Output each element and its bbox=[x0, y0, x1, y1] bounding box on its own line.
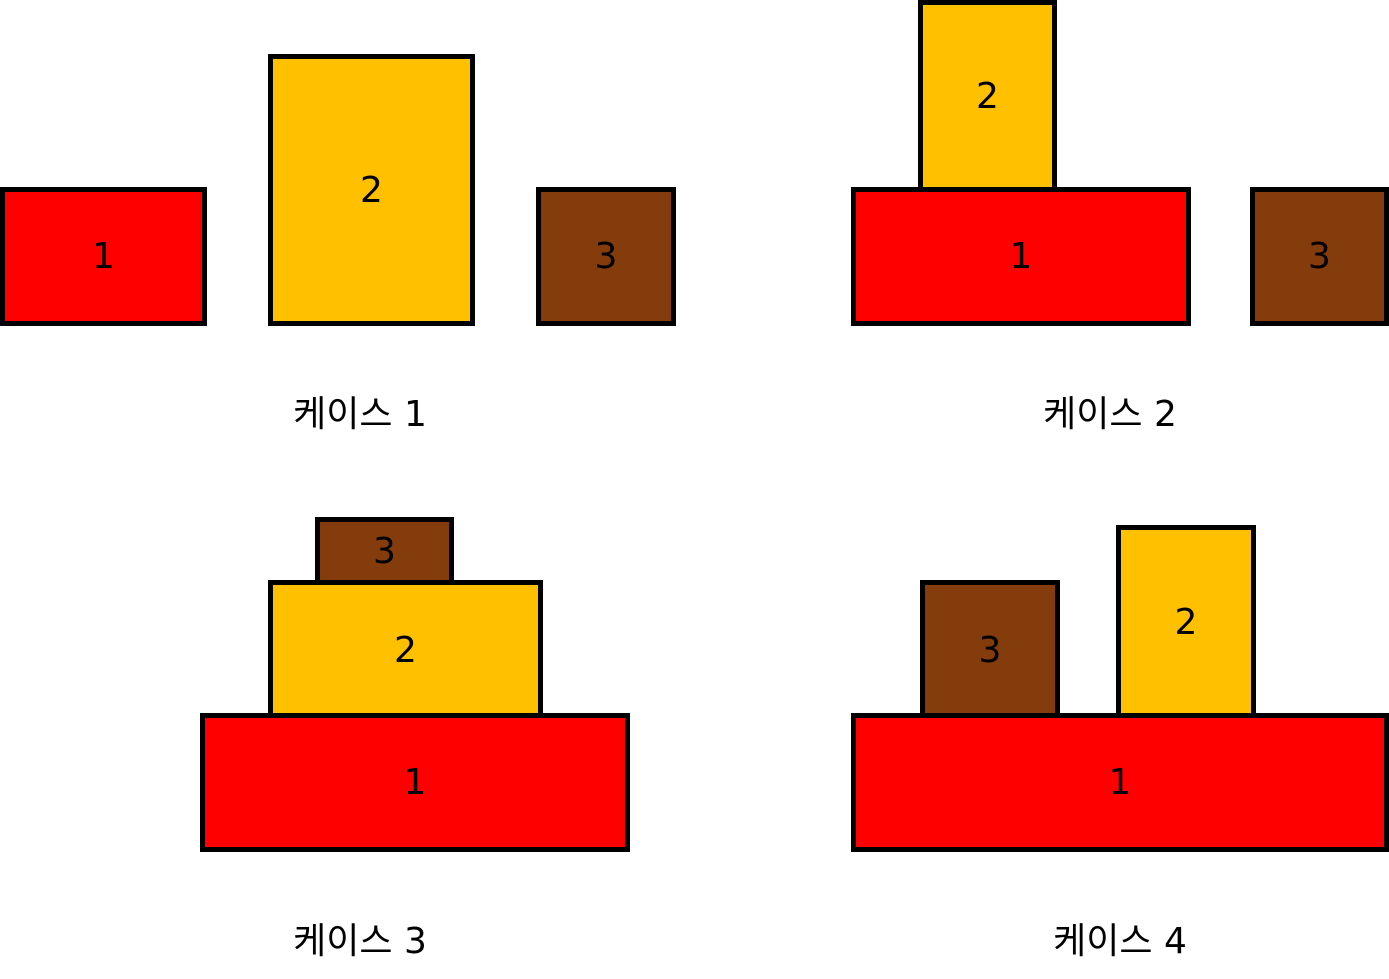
case2-block-3-label: 3 bbox=[1308, 236, 1331, 277]
case3-block-3-label: 3 bbox=[373, 530, 396, 572]
case3-block-1: 1 bbox=[200, 713, 630, 852]
case4-block-3-label: 3 bbox=[978, 629, 1002, 671]
case4-block-1: 1 bbox=[851, 713, 1389, 852]
case1-block-3: 3 bbox=[536, 187, 676, 326]
case3-block-3: 3 bbox=[315, 517, 454, 585]
case1-caption: 케이스 1 bbox=[293, 394, 427, 435]
case1-block-1: 1 bbox=[0, 187, 207, 326]
case4-block-2-label: 2 bbox=[1174, 602, 1198, 643]
case3-block-2-label: 2 bbox=[394, 629, 417, 671]
case2-block-1: 1 bbox=[851, 187, 1191, 326]
case3-block-1-label: 1 bbox=[403, 762, 427, 803]
case2-block-2: 2 bbox=[918, 0, 1057, 192]
case4-block-2: 2 bbox=[1116, 525, 1256, 720]
case1-block-1-label: 1 bbox=[92, 236, 115, 277]
case3-caption: 케이스 3 bbox=[293, 921, 427, 962]
case4-block-1-label: 1 bbox=[1108, 762, 1132, 803]
case4-block-3: 3 bbox=[920, 580, 1060, 720]
case2-caption: 케이스 2 bbox=[1043, 394, 1177, 435]
case2-block-1-label: 1 bbox=[1009, 236, 1033, 277]
case3-block-2: 2 bbox=[268, 580, 543, 720]
case4-caption: 케이스 4 bbox=[1053, 921, 1187, 962]
case2-block-2-label: 2 bbox=[976, 75, 999, 117]
case1-block-2: 2 bbox=[268, 54, 475, 326]
case1-block-2-label: 2 bbox=[360, 169, 383, 211]
case1-block-3-label: 3 bbox=[594, 236, 618, 277]
case2-block-3: 3 bbox=[1250, 187, 1389, 326]
